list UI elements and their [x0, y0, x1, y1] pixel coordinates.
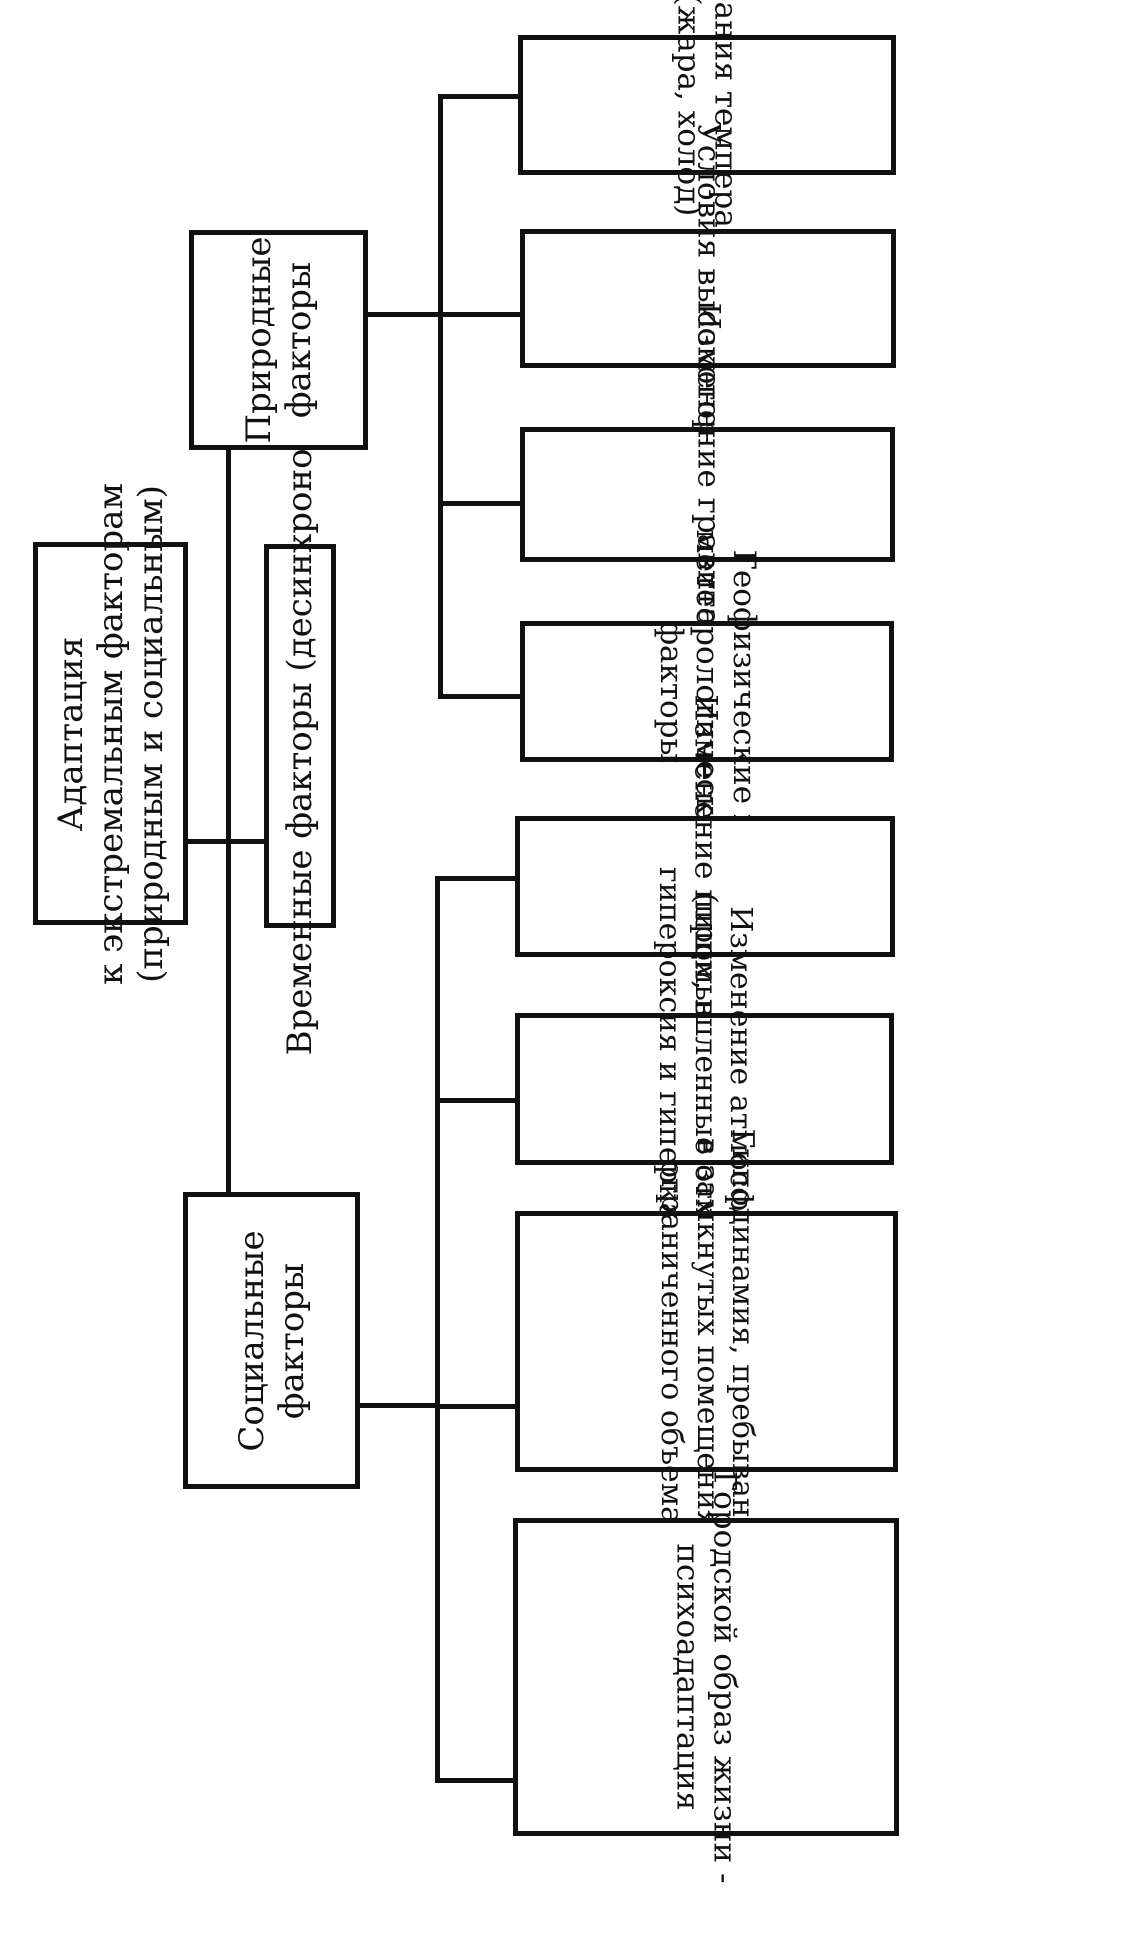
root-line-1: Адаптация [50, 636, 91, 831]
natural-to-branch-line [366, 312, 442, 317]
time-factors-label: Временные факторы (десинхроноз) [279, 416, 320, 1056]
natural-child-gravity: Изменение гравитации [520, 302, 895, 687]
time-factors-box: Временные факторы (десинхроноз) [264, 417, 336, 1055]
natural-connector-0 [438, 94, 518, 99]
natural-connector-3 [438, 694, 520, 699]
social-connector-0 [435, 876, 515, 881]
root-to-trunk-line [186, 839, 266, 844]
social-child-food-water: Изменение пищи, воды [515, 694, 895, 1079]
natural-child-geophysical: Геофизические и метеорологические фактор… [520, 529, 894, 854]
root-box: Адаптация к экстремальным факторам (прир… [33, 483, 188, 984]
natural-line-2: факторы [278, 261, 319, 419]
natural-connector-1 [438, 312, 520, 317]
root-line-3: (природным и социальным) [130, 484, 171, 983]
natural-child-temperature: Колебания температуры (жара, холод) [518, 0, 896, 308]
social-child-hypodynamia: Гиподинамия, пребывание в замкнутых поме… [515, 1128, 898, 1555]
social-line-1: Социальные [231, 1229, 272, 1452]
social-child-urban-life: Городской образ жизни - психоадаптация [513, 1471, 899, 1883]
natural-connector-2 [438, 501, 520, 506]
main-trunk-line [226, 448, 231, 1196]
natural-child-highlands: Условия высокогорья [520, 122, 896, 475]
social-child-2-line-3: ограниченного объема [653, 1159, 689, 1524]
social-to-branch-line [358, 1403, 438, 1408]
social-factors-box: Социальные факторы [183, 1192, 360, 1489]
root-line-2: к экстремальным факторам [90, 482, 131, 985]
natural-child-3-line-1: Геофизические и [725, 548, 762, 835]
natural-line-1: Природные [238, 236, 279, 444]
social-connector-3 [435, 1778, 513, 1783]
natural-branch-line [438, 94, 443, 699]
social-branch-line [435, 876, 440, 1782]
social-child-3-line-2: психоадаптация [670, 1543, 706, 1811]
social-line-2: факторы [271, 1262, 312, 1419]
social-connector-1 [435, 1098, 515, 1103]
natural-child-3-line-3: факторы [652, 620, 689, 763]
social-child-3-line-1: Городской образ жизни - [706, 1470, 743, 1884]
social-child-atmosphere: Изменение атмосферы (промышленные отходы… [515, 867, 894, 1311]
natural-factors-box: Природные факторы [189, 230, 368, 450]
social-connector-2 [435, 1404, 515, 1409]
